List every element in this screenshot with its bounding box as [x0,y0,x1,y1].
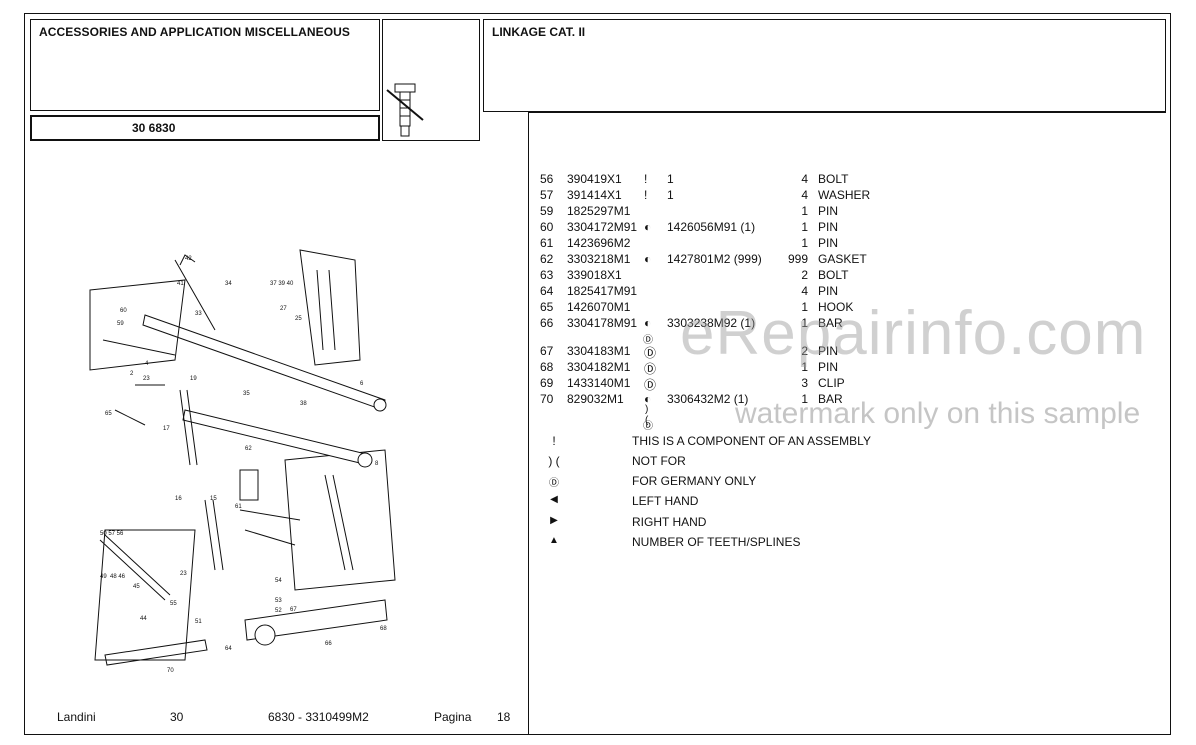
svg-text:27: 27 [280,306,287,312]
svg-text:45: 45 [133,584,140,590]
svg-text:53: 53 [275,598,282,604]
footer-page-number: 18 [497,710,511,724]
svg-text:15: 15 [210,496,217,502]
watermark-site: eRepairinfo.com [680,299,1147,368]
not-for-icon: ) ( [645,404,649,426]
divider-vertical [528,112,529,735]
svg-text:50 57 56: 50 57 56 [100,531,124,537]
divider-horizontal [528,112,1166,113]
component-icon: ! [552,434,556,448]
svg-text:61: 61 [235,504,242,510]
svg-text:44: 44 [140,616,147,622]
svg-text:17: 17 [163,426,170,432]
section-code-box: 30 6830 [30,115,380,141]
svg-text:23: 23 [143,376,150,382]
svg-text:54: 54 [275,578,282,584]
teeth-splines-icon: ▲ [549,535,559,546]
svg-text:49: 49 [100,574,107,580]
svg-text:37 39 40: 37 39 40 [270,281,294,287]
svg-text:38: 38 [300,401,307,407]
svg-text:52: 52 [275,608,282,614]
group-title: LINKAGE CAT. II [492,25,586,39]
footer-brand: Landini [57,710,96,724]
svg-text:41: 41 [177,281,184,287]
svg-text:35: 35 [243,391,250,397]
svg-text:16: 16 [175,496,182,502]
svg-text:25: 25 [295,316,302,322]
svg-text:23: 23 [180,571,187,577]
footer-ref: 6830 - 3310499M2 [268,710,369,724]
svg-text:33: 33 [195,311,202,317]
section-title-box: ACCESSORIES AND APPLICATION MISCELLANEOU… [30,19,380,111]
svg-text:62: 62 [245,446,252,452]
svg-text:4: 4 [145,361,149,367]
svg-text:66: 66 [325,641,332,647]
svg-text:6: 6 [360,381,364,387]
not-for-icon: ) ( [548,454,560,468]
svg-text:70: 70 [167,668,174,674]
svg-text:48 46: 48 46 [110,574,126,580]
footer-page-label: Pagina [434,710,472,724]
watermark-note: watermark only on this sample [735,397,1141,430]
group-title-box: LINKAGE CAT. II [483,19,1166,112]
pin-icon-box [382,19,480,141]
right-hand-icon: ▶ [550,515,558,526]
svg-text:34: 34 [225,281,232,287]
footer-section: 30 [170,710,184,724]
svg-text:64: 64 [225,646,232,652]
svg-text:8: 8 [375,461,379,467]
svg-text:42: 42 [185,256,192,262]
svg-text:60: 60 [120,308,127,314]
svg-text:65: 65 [105,411,112,417]
germany-only-icon: Ⓓ [549,478,559,489]
svg-text:68: 68 [380,626,387,632]
svg-text:51: 51 [195,619,202,625]
pin-icon [386,83,424,137]
germany-only-icon: Ⓓ [643,335,653,346]
left-hand-icon: ◀ [550,494,558,505]
svg-text:2: 2 [130,371,134,377]
svg-text:67: 67 [290,607,297,613]
svg-text:59: 59 [117,321,124,327]
svg-text:55: 55 [170,601,177,607]
page-frame [24,13,1171,735]
germany-only-icon: Ⓓ [643,421,653,432]
section-code: 30 6830 [132,121,176,135]
section-title: ACCESSORIES AND APPLICATION MISCELLANEOU… [39,25,351,39]
svg-text:19: 19 [190,376,197,382]
